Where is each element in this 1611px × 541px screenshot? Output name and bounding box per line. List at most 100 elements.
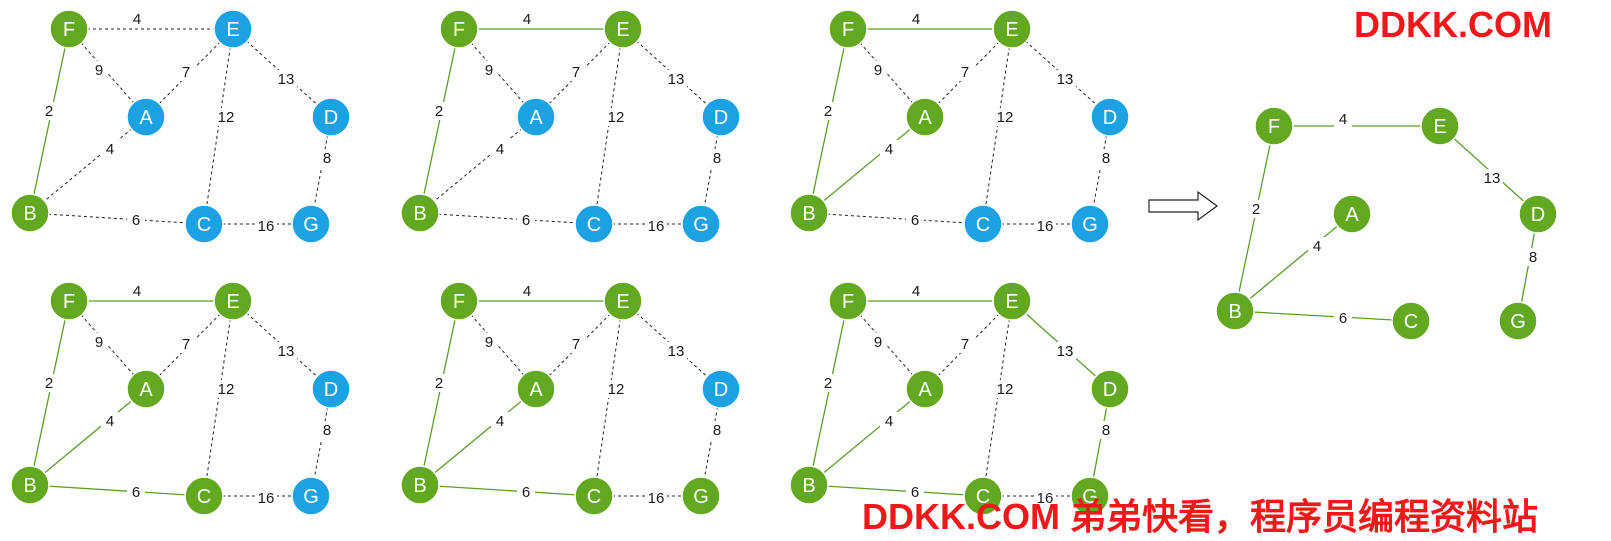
edge-FB (419, 28, 460, 214)
node-A (516, 97, 556, 137)
edge-weight-ED-bg (665, 70, 687, 88)
node-F (49, 281, 89, 321)
edge-weight-AB: 4 (496, 413, 504, 430)
edge-EC (593, 28, 624, 225)
edge-weight-CG: 16 (258, 490, 275, 507)
edge-weight-ED: 13 (668, 71, 685, 88)
edge-weight-FB: 2 (45, 375, 53, 392)
edge-weight-FA-bg (869, 61, 887, 79)
edge-BC (808, 484, 984, 497)
edge-weight-DG: 8 (1102, 150, 1110, 167)
edge-weight-CG-bg (645, 217, 667, 235)
edge-weight-AB-bg (880, 140, 898, 158)
edge-weight-FE: 4 (133, 283, 141, 300)
node-G (1498, 301, 1538, 341)
node-label-D: D (714, 107, 728, 129)
node-label-G: G (1510, 311, 1526, 333)
node-D (701, 369, 741, 409)
edge-weight-FA-bg (480, 333, 498, 351)
edge-weight-CG-bg (255, 217, 277, 235)
edge-weight-EC-bg (215, 108, 237, 126)
node-label-E: E (1005, 19, 1018, 41)
node-label-B: B (802, 203, 815, 225)
edge-weight-ED: 13 (1057, 343, 1074, 360)
node-label-A: A (139, 379, 153, 401)
edge-weight-FE-bg (518, 282, 536, 300)
node-B (789, 193, 829, 233)
node-label-G: G (1082, 486, 1098, 508)
node-G (1070, 476, 1110, 516)
edge-weight-AB: 4 (885, 413, 893, 430)
node-D (1090, 369, 1130, 409)
edge-weight-AB: 4 (106, 141, 114, 158)
node-E (992, 9, 1032, 49)
node-label-E: E (1005, 291, 1018, 313)
edge-BC (29, 212, 205, 225)
edge-weight-FA: 9 (874, 334, 882, 351)
node-G (681, 204, 721, 244)
node-E (603, 9, 643, 49)
result-edge-weight-BC-bg (1334, 309, 1352, 327)
edge-weight-BC: 6 (522, 484, 530, 501)
node-label-G: G (693, 214, 709, 236)
edge-weight-DG: 8 (713, 150, 721, 167)
edge-weight-DG-bg (1097, 149, 1115, 167)
edge-weight-BC-bg (517, 483, 535, 501)
node-D (1090, 97, 1130, 137)
node-E (603, 281, 643, 321)
node-A (126, 369, 166, 409)
edge-weight-EC: 12 (997, 381, 1014, 398)
node-label-D: D (324, 379, 338, 401)
node-label-B: B (413, 203, 426, 225)
node-label-B: B (1228, 301, 1241, 323)
result-edge-weight-FE: 4 (1339, 111, 1347, 128)
edge-weight-AB-bg (101, 412, 119, 430)
edge-weight-ED-bg (1054, 342, 1076, 360)
node-label-F: F (1268, 116, 1280, 138)
node-label-F: F (63, 291, 75, 313)
edge-weight-FE-bg (907, 282, 925, 300)
result-edge-weight-ED: 13 (1484, 170, 1501, 187)
edge-weight-FE: 4 (133, 11, 141, 28)
edge-weight-CG-bg (1034, 489, 1056, 507)
node-C (184, 476, 224, 516)
edge-weight-FE-bg (518, 10, 536, 28)
edge-weight-AB-bg (491, 412, 509, 430)
edge-FB (808, 300, 849, 486)
edge-weight-BC: 6 (911, 212, 919, 229)
edge-weight-FB: 2 (45, 103, 53, 120)
node-C (574, 476, 614, 516)
arrow-shape (1148, 190, 1219, 222)
edge-weight-FB-bg (430, 374, 448, 392)
edge-EC (982, 300, 1013, 497)
node-F (1254, 106, 1294, 146)
edge-weight-FA: 9 (95, 62, 103, 79)
edge-weight-DG-bg (708, 421, 726, 439)
edge-ED (1011, 28, 1111, 118)
edge-ED (622, 28, 722, 118)
edge-AB (808, 388, 926, 486)
edge-weight-FE: 4 (523, 11, 531, 28)
edge-weight-FA: 9 (485, 62, 493, 79)
node-D (701, 97, 741, 137)
edge-BC (419, 484, 595, 497)
node-label-F: F (842, 291, 854, 313)
edge-FB (808, 28, 849, 214)
edge-weight-ED-bg (1054, 70, 1076, 88)
edge-weight-DG-bg (318, 421, 336, 439)
edge-weight-FB: 2 (435, 103, 443, 120)
edge-AB (419, 116, 537, 214)
node-label-E: E (226, 19, 239, 41)
node-label-A: A (139, 107, 153, 129)
node-label-C: C (976, 214, 990, 236)
edge-weight-AB: 4 (885, 141, 893, 158)
edge-weight-DG-bg (708, 149, 726, 167)
edge-FB (29, 28, 70, 214)
edge-weight-ED: 13 (1057, 71, 1074, 88)
edge-EC (593, 300, 624, 497)
edge-weight-EC: 12 (218, 381, 235, 398)
